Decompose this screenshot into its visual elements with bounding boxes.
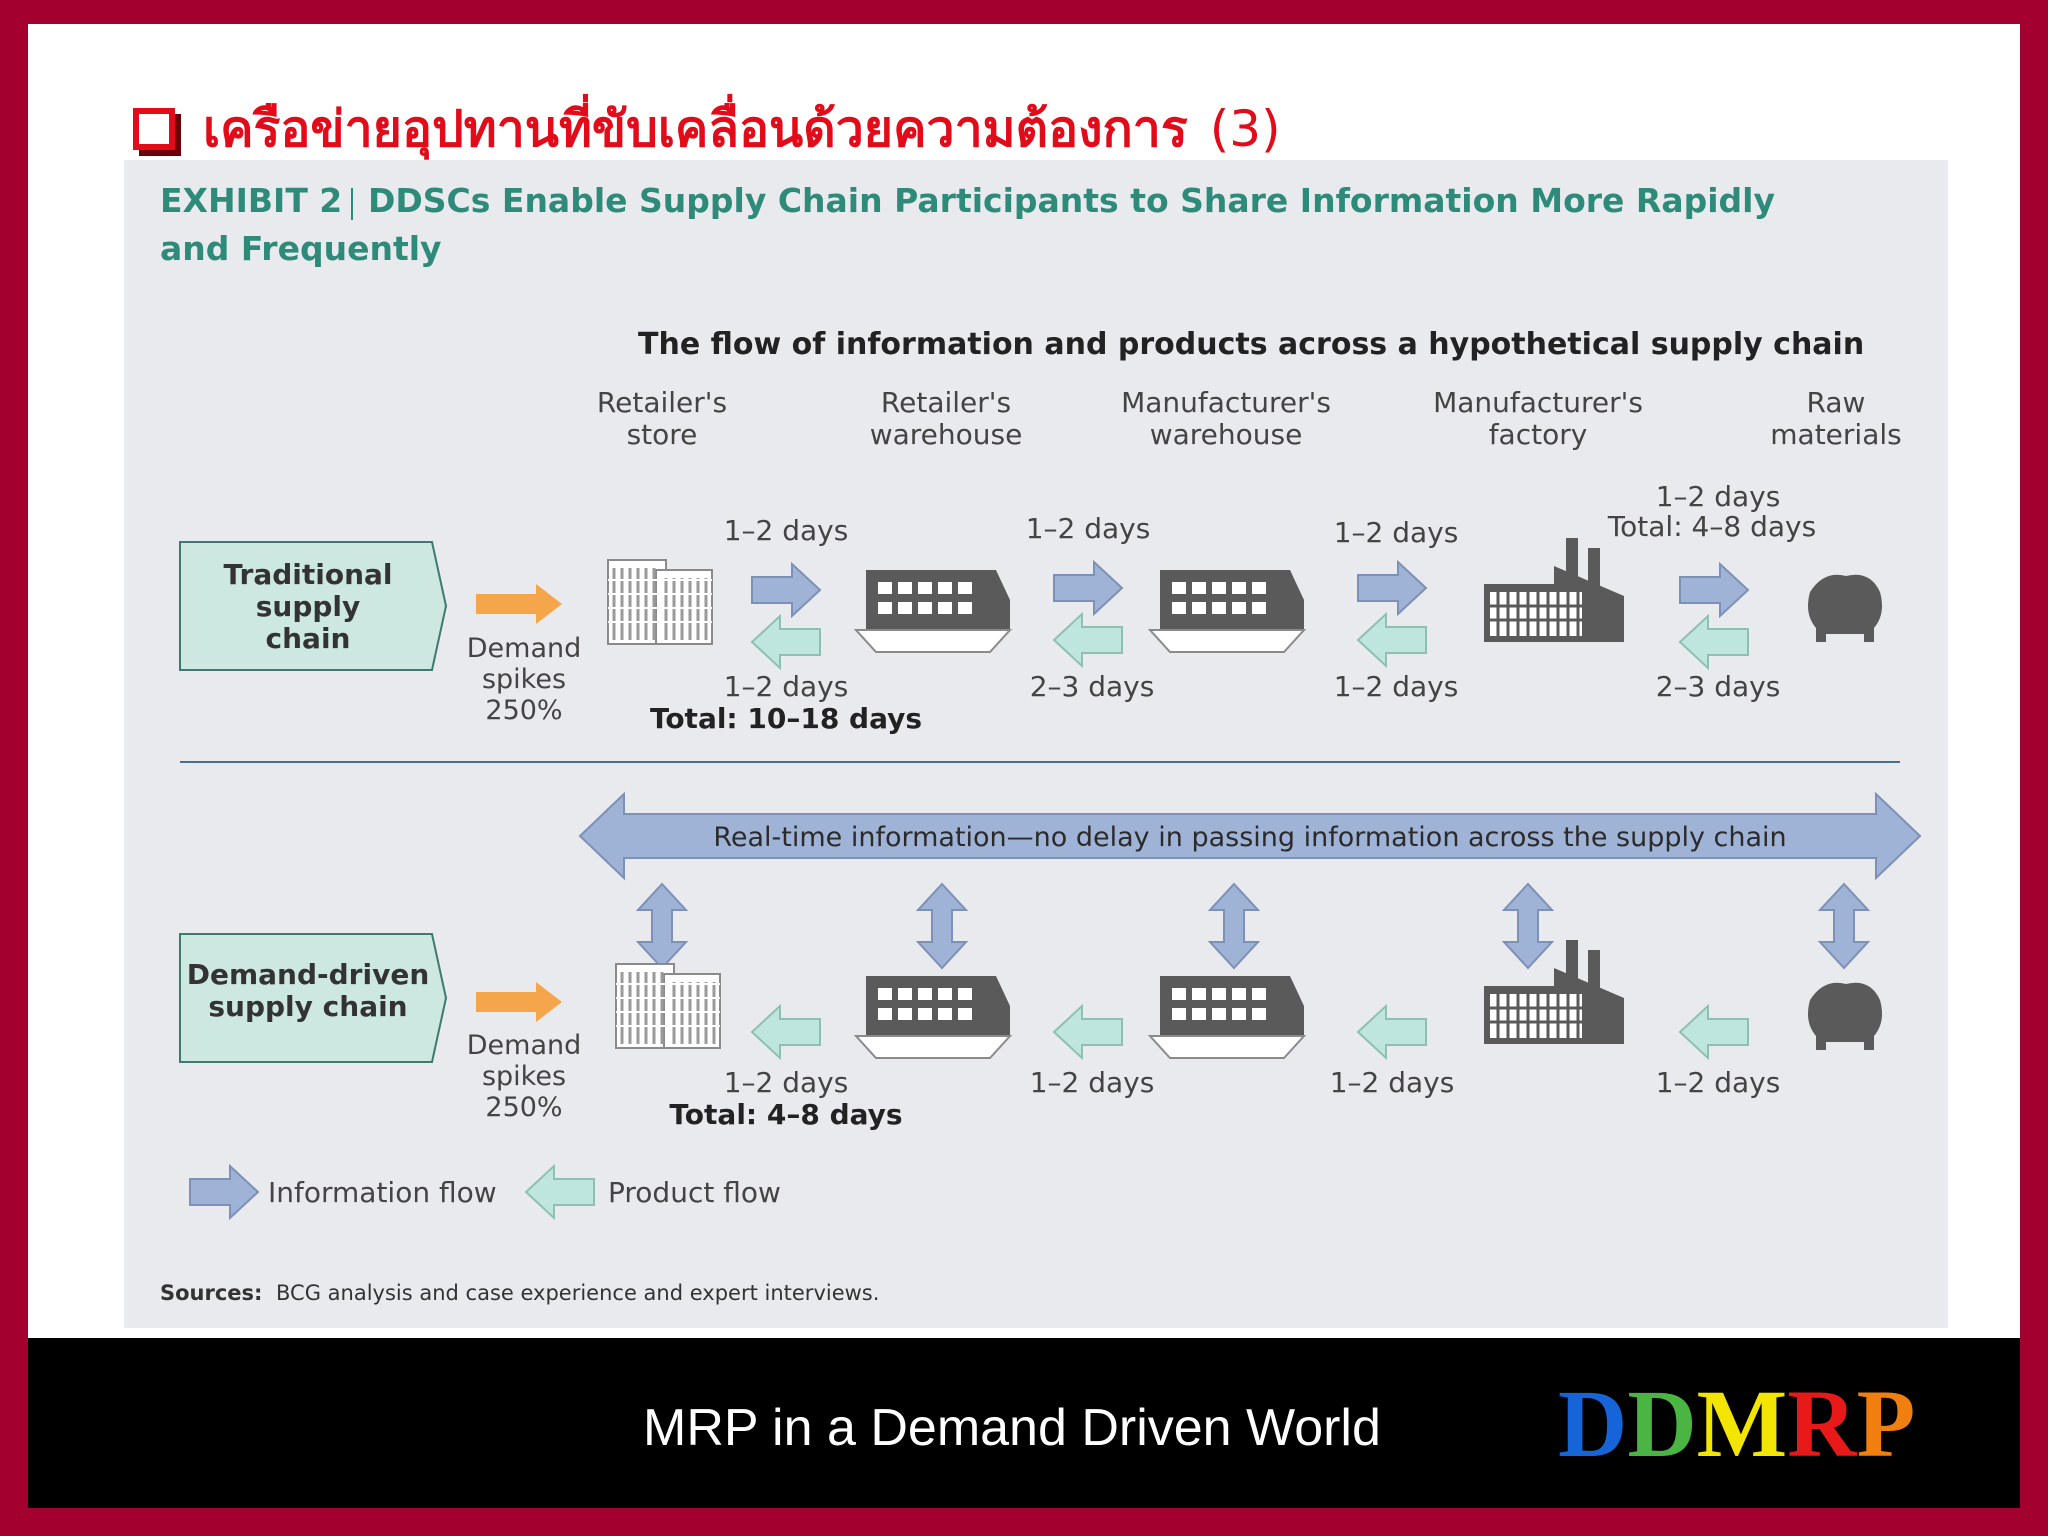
traditional-factory-icon xyxy=(1482,536,1626,644)
traditional-retailer-warehouse-icon xyxy=(855,569,1011,653)
column-header-manufacturer-factory-line1: Manufacturer's xyxy=(1433,386,1643,419)
logo-letter: P xyxy=(1856,1370,1916,1477)
ddmrp-logo: DDMRP xyxy=(1558,1368,1915,1479)
demand-driven-product-time-1: 1–2 days xyxy=(724,1066,849,1099)
column-header-retailer-warehouse-line1: Retailer's xyxy=(881,386,1011,419)
sources-label: Sources: xyxy=(160,1281,262,1305)
demand-driven-vertical-arrow-icon-4 xyxy=(1503,883,1553,969)
traditional-info-time-4: 1–2 days xyxy=(1656,480,1781,513)
slide-title-suffix: (3) xyxy=(1209,100,1281,158)
traditional-info-time-2: 1–2 days xyxy=(1026,512,1151,545)
traditional-product-time-1: 1–2 days xyxy=(724,670,849,703)
legend-product-label: Product flow xyxy=(608,1176,781,1209)
traditional-info-time-1: 1–2 days xyxy=(724,514,849,547)
demand-driven-demand-arrow-icon xyxy=(476,982,562,1022)
demand-driven-product-time-4: 1–2 days xyxy=(1656,1066,1781,1099)
demand-driven-demand-line3: 250% xyxy=(485,1092,562,1123)
legend-product-arrow-icon xyxy=(525,1165,595,1219)
traditional-label-line1: Traditional xyxy=(223,558,392,591)
demand-driven-raw-materials-icon xyxy=(1808,982,1882,1050)
exhibit-label: EXHIBIT 2 xyxy=(160,181,342,220)
traditional-product-arrow-icon-3 xyxy=(1357,613,1427,667)
legend-info-label: Information flow xyxy=(268,1176,497,1209)
traditional-product-arrow-icon-2 xyxy=(1053,613,1123,667)
traditional-product-time-3: 1–2 days xyxy=(1334,670,1459,703)
demand-driven-demand-line1: Demand xyxy=(467,1030,582,1061)
traditional-label-line2: supply xyxy=(256,590,361,623)
traditional-demand-line3: 250% xyxy=(485,695,562,726)
logo-letter: M xyxy=(1696,1370,1788,1477)
traditional-demand-line2: spikes xyxy=(482,664,566,695)
demand-driven-vertical-arrow-icon-1 xyxy=(637,883,687,969)
traditional-info-total: Total: 4–8 days xyxy=(1607,510,1816,543)
legend-info-arrow-icon xyxy=(189,1165,259,1219)
exhibit-title-line2: and Frequently xyxy=(160,229,442,268)
demand-driven-vertical-arrow-icon-5 xyxy=(1819,883,1869,969)
checkbox-bullet-icon xyxy=(133,108,175,150)
column-header-retailer-store-line1: Retailer's xyxy=(597,386,727,419)
realtime-banner: Real-time information—no delay in passin… xyxy=(578,791,1922,881)
traditional-demand-arrow-icon xyxy=(476,584,562,624)
demand-driven-vertical-arrow-icon-3 xyxy=(1209,883,1259,969)
exhibit-figure: EXHIBIT 2 DDSCs Enable Supply Chain Part… xyxy=(124,160,1948,1328)
traditional-info-arrow-icon-3 xyxy=(1357,561,1427,615)
logo-letter: D xyxy=(1558,1370,1628,1477)
traditional-product-arrow-icon-4 xyxy=(1679,615,1749,669)
demand-driven-label-line1: Demand-driven xyxy=(187,958,430,991)
traditional-info-arrow-icon-4 xyxy=(1679,563,1749,617)
demand-driven-product-time-2: 1–2 days xyxy=(1030,1066,1155,1099)
demand-driven-demand-line2: spikes xyxy=(482,1061,566,1092)
traditional-raw-materials-icon xyxy=(1808,574,1882,642)
demand-driven-product-arrow-icon-4 xyxy=(1679,1005,1749,1059)
column-header-manufacturer-warehouse-line1: Manufacturer's xyxy=(1121,386,1331,419)
slide-title-thai: เครือข่ายอุปทานที่ขับเคลื่อนด้วยความต้อง… xyxy=(203,99,1188,158)
demand-driven-vertical-arrow-icon-2 xyxy=(917,883,967,969)
traditional-product-total: Total: 10–18 days xyxy=(650,702,922,735)
traditional-product-time-2: 2–3 days xyxy=(1030,670,1155,703)
demand-driven-manufacturer-warehouse-icon xyxy=(1149,975,1305,1059)
column-header-manufacturer-warehouse-line2: warehouse xyxy=(1150,418,1303,451)
logo-letter: R xyxy=(1787,1370,1857,1477)
footer-bar: MRP in a Demand Driven World DDMRP xyxy=(28,1338,2020,1508)
traditional-info-arrow-icon-1 xyxy=(751,563,821,617)
demand-driven-product-arrow-icon-1 xyxy=(751,1005,821,1059)
column-header-raw-materials-line2: materials xyxy=(1770,418,1901,451)
demand-driven-label-box: Demand-driven supply chain xyxy=(179,933,447,1063)
footer-text: MRP in a Demand Driven World xyxy=(643,1399,1381,1457)
traditional-info-time-3: 1–2 days xyxy=(1334,516,1459,549)
column-header-retailer-warehouse-line2: warehouse xyxy=(870,418,1023,451)
column-header-raw-materials-line1: Raw xyxy=(1807,386,1866,419)
demand-driven-product-arrow-icon-3 xyxy=(1357,1005,1427,1059)
column-header-manufacturer-factory-line2: factory xyxy=(1489,418,1588,451)
logo-letter: D xyxy=(1627,1370,1697,1477)
traditional-product-arrow-icon-1 xyxy=(751,615,821,669)
traditional-product-time-4: 2–3 days xyxy=(1656,670,1781,703)
demand-driven-product-time-3: 1–2 days xyxy=(1330,1066,1455,1099)
realtime-banner-text: Real-time information—no delay in passin… xyxy=(713,822,1786,853)
traditional-label-line3: chain xyxy=(266,622,351,655)
demand-driven-retailer-warehouse-icon xyxy=(855,975,1011,1059)
diagram-subtitle: The flow of information and products acr… xyxy=(638,327,1864,362)
exhibit-diagram: EXHIBIT 2 DDSCs Enable Supply Chain Part… xyxy=(160,181,1922,1305)
slide-title: เครือข่ายอุปทานที่ขับเคลื่อนด้วยความต้อง… xyxy=(133,94,1281,164)
traditional-manufacturer-warehouse-icon xyxy=(1149,569,1305,653)
column-header-retailer-store-line2: store xyxy=(627,418,698,451)
demand-driven-factory-icon xyxy=(1482,938,1626,1046)
demand-driven-product-arrow-icon-2 xyxy=(1053,1005,1123,1059)
traditional-label-box: Traditional supply chain xyxy=(179,541,447,671)
demand-driven-label-line2: supply chain xyxy=(208,990,407,1023)
traditional-store-icon xyxy=(606,558,714,646)
exhibit-title-line1: DDSCs Enable Supply Chain Participants t… xyxy=(368,181,1775,220)
demand-driven-store-icon xyxy=(614,962,722,1050)
sources-text: BCG analysis and case experience and exp… xyxy=(276,1281,879,1305)
demand-driven-product-total: Total: 4–8 days xyxy=(669,1098,902,1131)
traditional-info-arrow-icon-2 xyxy=(1053,561,1123,615)
traditional-demand-line1: Demand xyxy=(467,633,582,664)
